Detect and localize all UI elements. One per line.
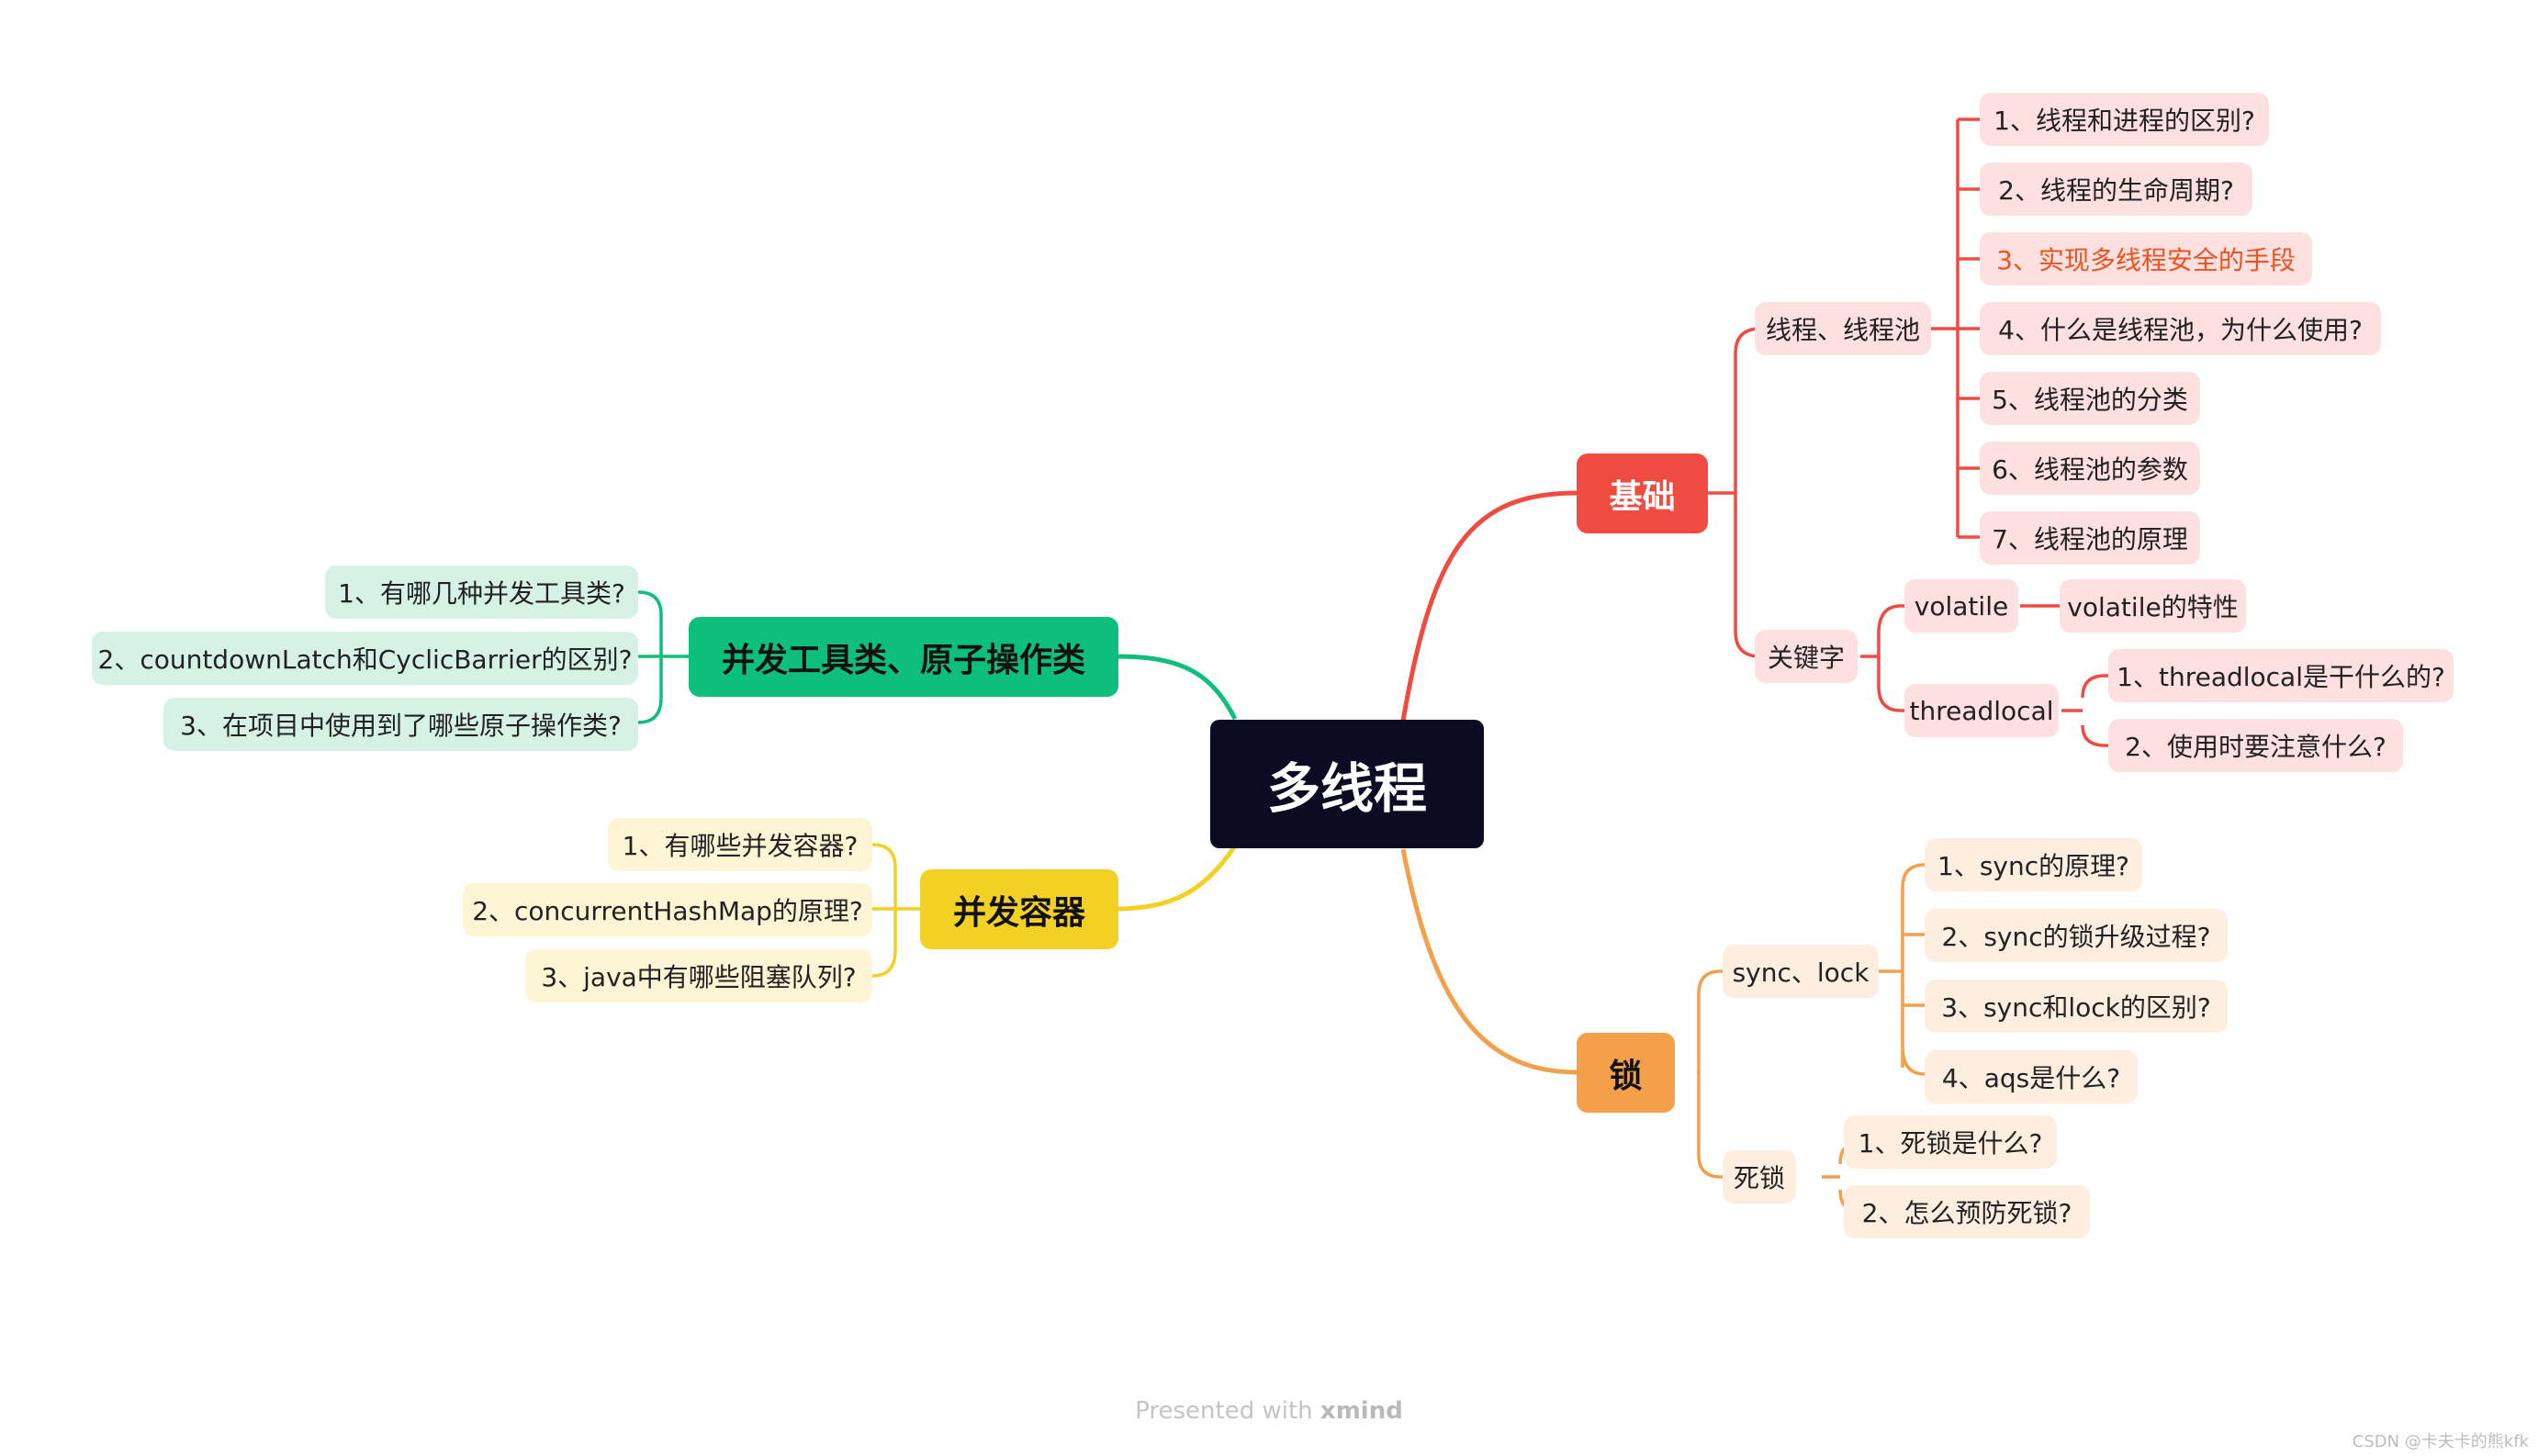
leaf-sync-3[interactable]: 3、sync和lock的区别? — [1925, 980, 2228, 1033]
leaf-deadlock-1[interactable]: 1、死锁是什么? — [1844, 1115, 2057, 1169]
topic-threadlocal[interactable]: threadlocal — [1904, 684, 2059, 737]
leaf-volatile-1[interactable]: volatile的特性 — [2060, 579, 2246, 633]
leaf-tools-1[interactable]: 1、有哪几种并发工具类? — [325, 566, 638, 619]
footer-prefix: Presented with — [1135, 1397, 1313, 1425]
leaf-threads-6[interactable]: 6、线程池的参数 — [1980, 442, 2200, 495]
leaf-threads-7[interactable]: 7、线程池的原理 — [1980, 511, 2200, 565]
footer-credit: Presented with xmind — [0, 1397, 2538, 1425]
branch-locks[interactable]: 锁 — [1577, 1033, 1675, 1113]
leaf-threads-3[interactable]: 3、实现多线程安全的手段 — [1980, 232, 2312, 286]
leaf-tools-3[interactable]: 3、在项目中使用到了哪些原子操作类? — [163, 698, 638, 751]
topic-keywords[interactable]: 关键字 — [1755, 630, 1858, 683]
leaf-containers-2[interactable]: 2、concurrentHashMap的原理? — [463, 883, 872, 936]
topic-volatile[interactable]: volatile — [1904, 579, 2018, 633]
connector-central-basics — [1400, 490, 1578, 722]
connector-central-tools — [1116, 654, 1238, 721]
leaf-threads-5[interactable]: 5、线程池的分类 — [1980, 372, 2200, 425]
leaf-deadlock-2[interactable]: 2、怎么预防死锁? — [1844, 1185, 2090, 1238]
leaf-sync-1[interactable]: 1、sync的原理? — [1925, 838, 2142, 891]
xmind-logo: xmind — [1320, 1397, 1403, 1425]
branch-basics[interactable]: 基础 — [1577, 454, 1708, 533]
leaf-threads-4[interactable]: 4、什么是线程池，为什么使用? — [1980, 302, 2381, 355]
connector-central-locks — [1400, 848, 1578, 1075]
topic-threads[interactable]: 线程、线程池 — [1755, 302, 1931, 355]
branch-containers[interactable]: 并发容器 — [920, 869, 1118, 949]
topic-sync-lock[interactable]: sync、lock — [1723, 945, 1879, 998]
leaf-threads-2[interactable]: 2、线程的生命周期? — [1980, 162, 2252, 216]
central-topic[interactable]: 多线程 — [1210, 720, 1484, 848]
branch-tools[interactable]: 并发工具类、原子操作类 — [689, 617, 1118, 697]
connector-central-containers — [1116, 844, 1238, 912]
topic-deadlock[interactable]: 死锁 — [1723, 1150, 1796, 1204]
leaf-sync-4[interactable]: 4、aqs是什么? — [1925, 1050, 2138, 1103]
leaf-containers-1[interactable]: 1、有哪些并发容器? — [608, 818, 872, 871]
watermark: CSDN @卡夫卡的熊kfk — [2352, 1432, 2529, 1451]
leaf-threads-1[interactable]: 1、线程和进程的区别? — [1980, 93, 2269, 146]
leaf-threadlocal-2[interactable]: 2、使用时要注意什么? — [2108, 719, 2403, 772]
leaf-sync-2[interactable]: 2、sync的锁升级过程? — [1925, 909, 2228, 962]
leaf-tools-2[interactable]: 2、countdownLatch和CyclicBarrier的区别? — [92, 632, 638, 685]
leaf-containers-3[interactable]: 3、java中有哪些阻塞队列? — [525, 949, 872, 1002]
leaf-threadlocal-1[interactable]: 1、threadlocal是干什么的? — [2108, 649, 2454, 702]
